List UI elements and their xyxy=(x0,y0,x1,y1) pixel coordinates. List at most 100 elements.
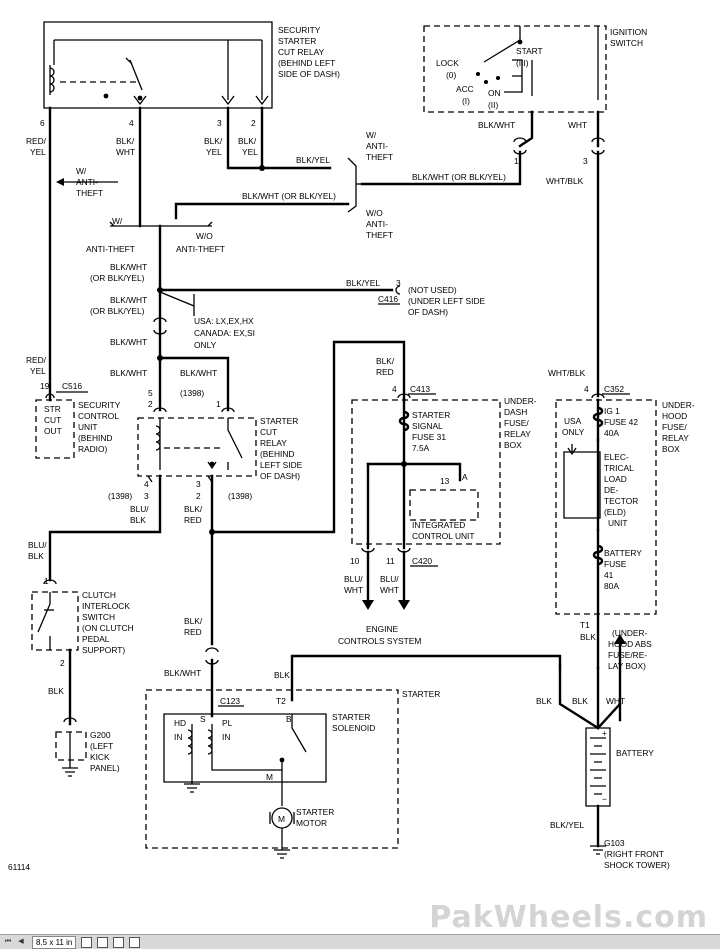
single-page-icon[interactable] xyxy=(81,936,93,948)
svg-text:IN: IN xyxy=(174,732,182,742)
wire-label: BLK/YEL xyxy=(346,278,380,288)
svg-text:START: START xyxy=(516,46,543,56)
branch-anti-right: ANTI-THEFT xyxy=(176,244,225,254)
pin-rel6: 6 xyxy=(40,118,45,128)
svg-text:−: − xyxy=(602,794,607,804)
diagram-id: 61114 xyxy=(8,862,30,872)
svg-text:10: 10 xyxy=(350,556,360,566)
svg-text:WHT: WHT xyxy=(606,696,625,706)
security-relay-label-line1: SECURITY xyxy=(278,25,321,35)
connector-c352: C352 xyxy=(604,384,624,394)
wire-label: BLK/ xyxy=(204,136,223,146)
connector-c516: C516 xyxy=(62,381,82,391)
svg-text:1: 1 xyxy=(216,399,221,409)
svg-text:IN: IN xyxy=(222,732,230,742)
svg-text:BATTERY: BATTERY xyxy=(616,748,654,758)
svg-text:BLK/WHT(OR BLK/YEL): BLK/WHT(OR BLK/YEL) xyxy=(90,295,147,316)
branch-anti-left: ANTI-THEFT xyxy=(86,244,135,254)
wire-blk-yel-relay3 xyxy=(226,106,332,170)
starter-assembly xyxy=(145,689,399,849)
svg-text:BLK/WHT: BLK/WHT xyxy=(180,368,217,378)
underhood-fuse-relay-box xyxy=(555,399,657,615)
svg-text:2: 2 xyxy=(60,658,65,668)
note-w-right: W/ xyxy=(366,130,377,140)
wire-label: WHT xyxy=(116,147,135,157)
wire-blk-t2 xyxy=(290,654,562,702)
svg-text:RED/YEL: RED/YEL xyxy=(26,136,47,157)
wire-label: YEL xyxy=(242,147,258,157)
svg-text:2: 2 xyxy=(148,399,153,409)
svg-text:HD: HD xyxy=(174,718,186,728)
svg-text:PL: PL xyxy=(222,718,233,728)
svg-text:ON: ON xyxy=(488,88,501,98)
svg-text:BLK/YEL: BLK/YEL xyxy=(238,136,258,157)
wire-blk-wht-or-left xyxy=(174,202,350,220)
svg-text:BLK/WHT: BLK/WHT xyxy=(110,337,147,347)
svg-text:13: 13 xyxy=(440,476,450,486)
continuous-page-icon[interactable] xyxy=(97,936,109,948)
svg-text:(II): (II) xyxy=(488,100,498,110)
pin-c416-3: 3 xyxy=(396,278,401,288)
wire-blu-blk xyxy=(48,474,162,582)
svg-text:1: 1 xyxy=(514,156,519,166)
wire-blk-wht-scr1 xyxy=(158,356,230,412)
security-relay-label-line4: (BEHIND LEFT xyxy=(278,58,335,68)
svg-text:BLK/YEL: BLK/YEL xyxy=(204,136,223,157)
svg-text:BLK: BLK xyxy=(536,696,552,706)
security-relay-label-line5: SIDE OF DASH) xyxy=(278,69,340,79)
prev-page-icon[interactable]: ◀ xyxy=(18,938,24,945)
svg-text:(1398): (1398) xyxy=(180,388,204,398)
svg-text:W/ANTI-THEFT: W/ANTI-THEFT xyxy=(76,166,103,198)
svg-text:BLK/WHT(OR BLK/YEL): BLK/WHT(OR BLK/YEL) xyxy=(90,262,147,283)
svg-text:ACC: ACC xyxy=(456,84,474,94)
svg-text:B: B xyxy=(286,714,292,724)
wire-label: RED/ xyxy=(26,136,47,146)
connector-c123: C123 xyxy=(220,696,240,706)
svg-text:(1398): (1398) xyxy=(108,491,132,501)
svg-text:BLK: BLK xyxy=(572,696,588,706)
underdash-fuse-relay-box xyxy=(351,399,501,545)
svg-text:(I): (I) xyxy=(462,96,470,106)
security-starter-cut-relay: SECURITY STARTER CUT RELAY (BEHIND LEFT … xyxy=(43,21,340,109)
branch-w: W/ xyxy=(112,216,123,226)
wire-label: BLK/WHT (OR BLK/YEL) xyxy=(242,191,336,201)
svg-text:BLU/BLK: BLU/BLK xyxy=(130,504,149,525)
first-page-icon[interactable]: ⏮ xyxy=(4,938,12,945)
svg-text:BLK: BLK xyxy=(580,632,596,642)
ignition-switch xyxy=(423,25,607,113)
svg-text:SECURITY STARTER C: SECURITY STARTER CUT RELAY (BEHIND LEFT … xyxy=(278,25,340,79)
g200-ground-point xyxy=(55,731,87,761)
facing-page-icon[interactable] xyxy=(113,936,125,948)
battery xyxy=(585,727,611,807)
svg-text:BLK/RED: BLK/RED xyxy=(184,616,203,637)
svg-text:WHT/BLK: WHT/BLK xyxy=(548,368,586,378)
connector-c416: C416 xyxy=(378,294,398,304)
svg-text:(III): (III) xyxy=(516,58,529,68)
wire-label: BLK/YEL xyxy=(296,155,330,165)
svg-text:BLK/WHT: BLK/WHT xyxy=(110,368,147,378)
note-w: W/ xyxy=(76,166,87,176)
security-control-unit xyxy=(35,399,75,459)
connector-c413: C413 xyxy=(410,384,430,394)
svg-text:4: 4 xyxy=(144,479,149,489)
svg-text:BLK/RED: BLK/RED xyxy=(376,356,395,377)
pin-rel4: 4 xyxy=(129,118,134,128)
svg-text:4: 4 xyxy=(584,384,589,394)
facing-continuous-icon[interactable] xyxy=(129,936,141,948)
wire-label: BLK/ xyxy=(238,136,257,146)
wire-blk-wht-ign1 xyxy=(360,150,522,186)
